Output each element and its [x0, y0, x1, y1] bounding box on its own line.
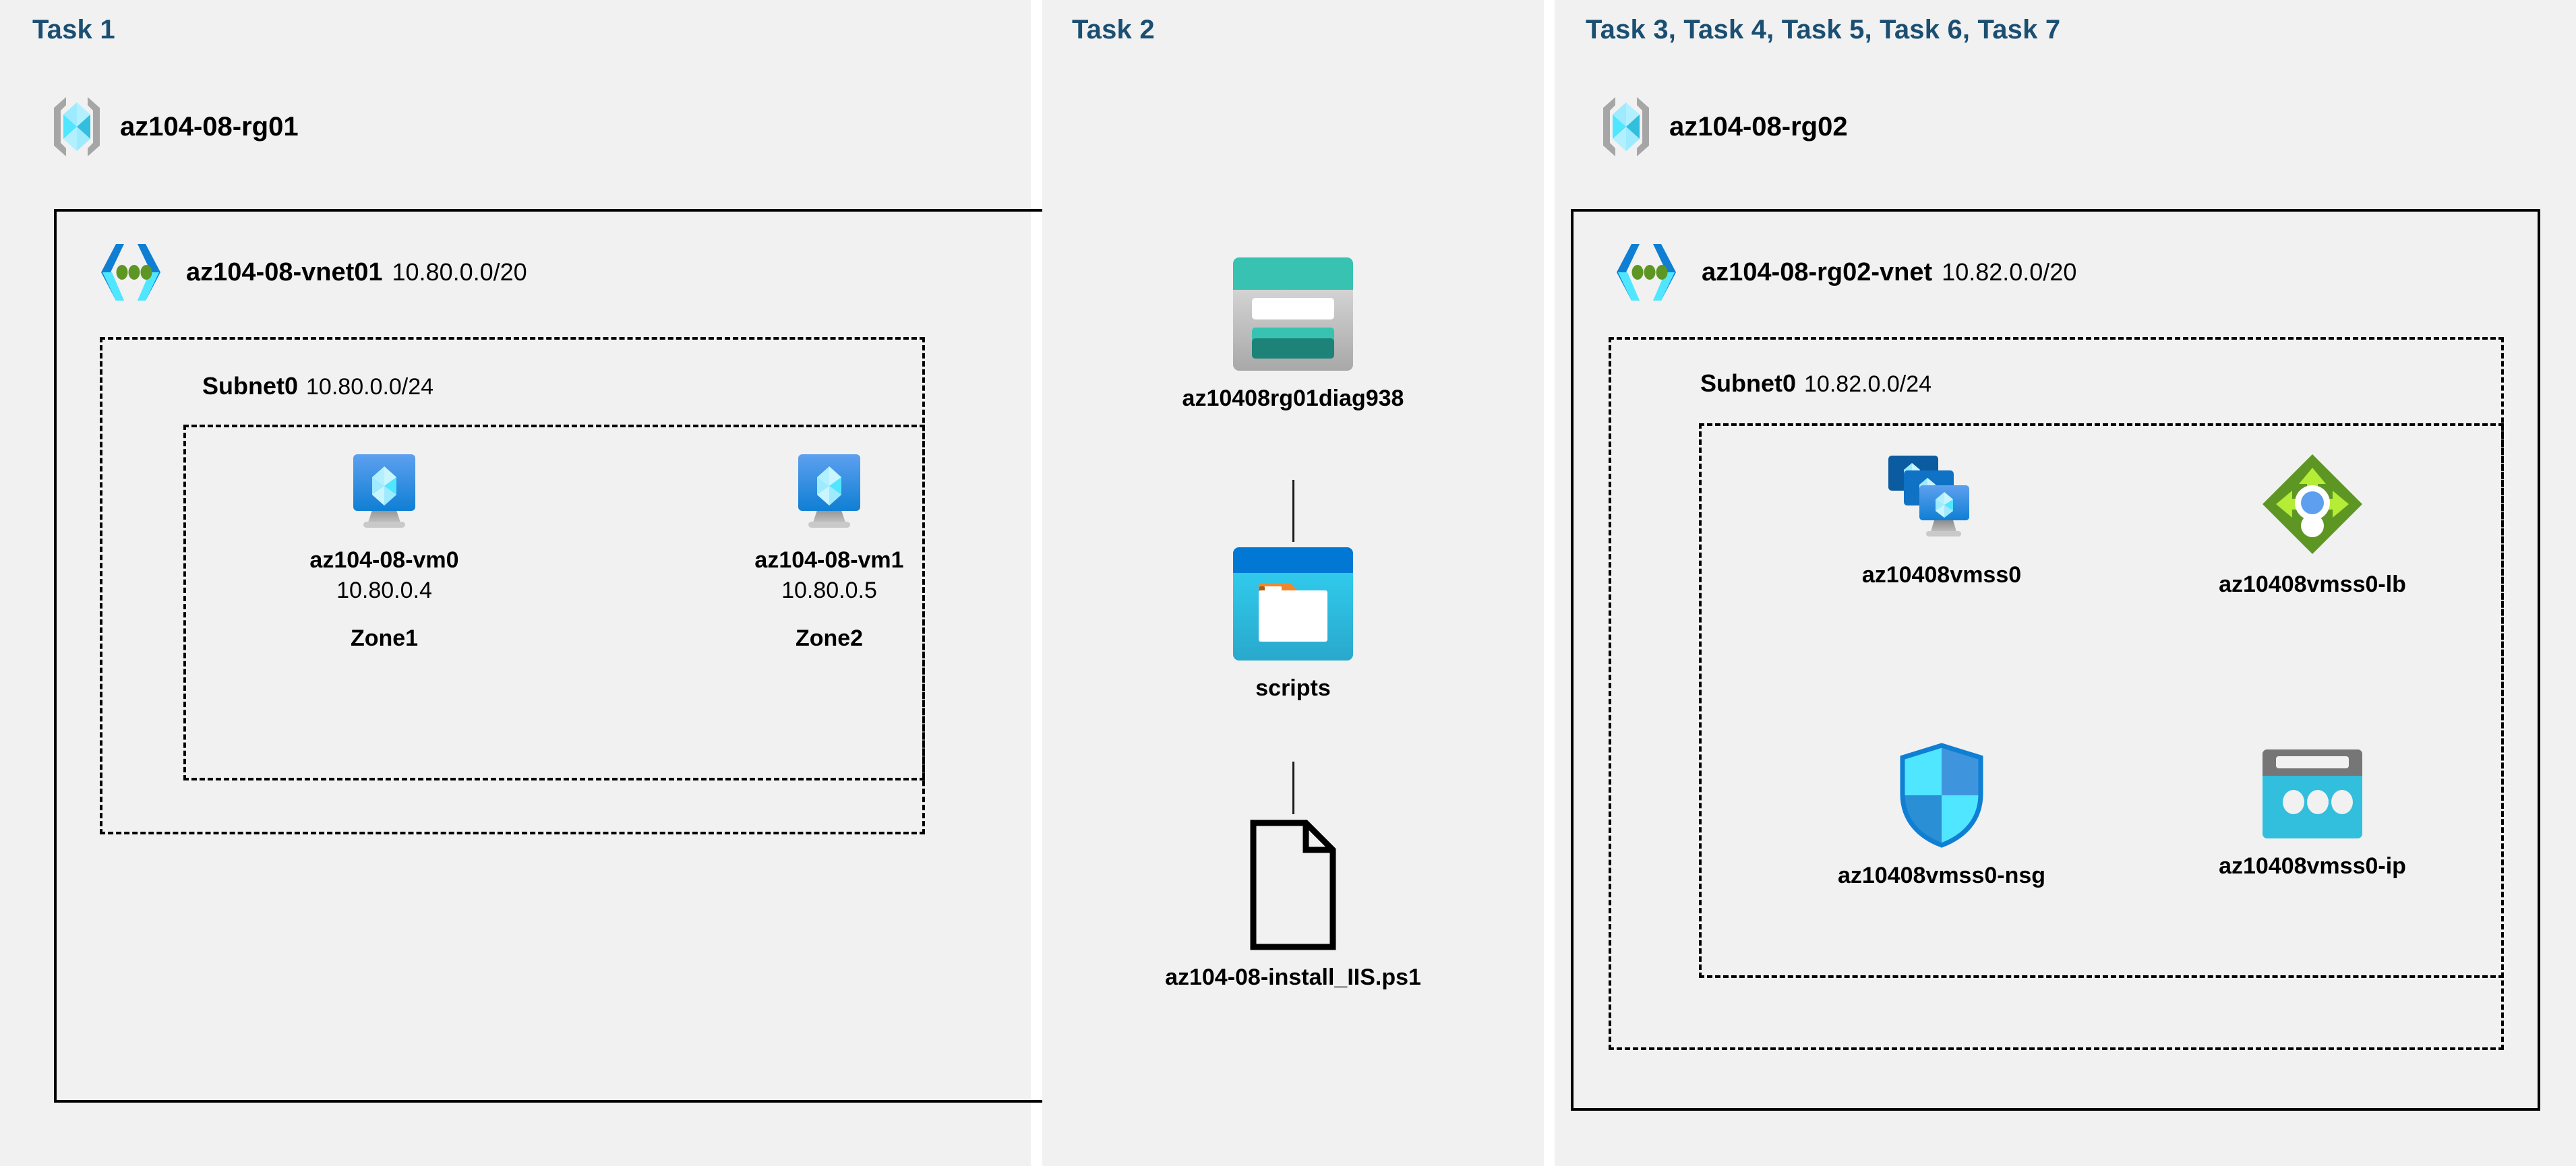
task3-load-balancer[interactable]: az10408vmss0-lb: [2151, 450, 2474, 600]
panel-task1: [0, 0, 1031, 1166]
connector-storage-to-container: [1292, 480, 1294, 542]
task1-vm1-name: az104-08-vm1: [754, 547, 904, 573]
task1-vm1-ip: 10.80.0.5: [781, 577, 877, 603]
task1-vm-group-box: [183, 425, 925, 780]
task1-vm0-zone: Zone1: [350, 625, 419, 651]
task1-vm0-name: az104-08-vm0: [309, 547, 459, 573]
task3-vmss[interactable]: az10408vmss0: [1780, 450, 2103, 590]
vm-scale-set-icon: [1884, 450, 1999, 549]
connector-container-to-file: [1292, 762, 1294, 814]
task3-load-balancer-name: az10408vmss0-lb: [2219, 572, 2406, 597]
task3-vnet-header: az104-08-rg02-vnet 10.82.0.0/20: [1611, 241, 2076, 303]
task3-subnet-cidr: 10.82.0.0/24: [1804, 371, 1932, 397]
virtual-network-icon: [1611, 241, 1685, 303]
task3-vmss-name: az10408vmss0: [1861, 562, 2022, 588]
task2-blob-container[interactable]: scripts: [1079, 546, 1507, 704]
panel-task3: [1555, 0, 2576, 1166]
task3-nsg[interactable]: az10408vmss0-nsg: [1780, 741, 2103, 891]
virtual-machine-icon: [347, 452, 421, 534]
task2-file-name: az104-08-install_IIS.ps1: [1165, 964, 1421, 990]
task2-file[interactable]: az104-08-install_IIS.ps1: [1079, 819, 1507, 993]
task1-resource-group: az104-08-rg01: [49, 94, 299, 159]
task3-resource-group-label: az104-08-rg02: [1669, 111, 1848, 142]
blob-container-icon: [1232, 546, 1354, 662]
task3-resource-group: az104-08-rg02: [1598, 94, 1848, 159]
task1-vm0-ip: 10.80.0.4: [336, 577, 432, 603]
task1-subnet-name: Subnet0: [202, 372, 299, 400]
task2-storage-account-name: az10408rg01diag938: [1182, 386, 1404, 411]
task1-vnet-header: az104-08-vnet01 10.80.0.0/20: [96, 241, 527, 303]
task3-public-ip-name: az10408vmss0-ip: [2219, 853, 2406, 879]
resource-group-icon: [1598, 94, 1654, 159]
task2-header: Task 2: [1072, 15, 1155, 44]
task1-vm1[interactable]: az104-08-vm1 10.80.0.5 Zone2: [721, 452, 937, 652]
task3-vnet-name: az104-08-rg02-vnet: [1702, 257, 1933, 286]
task1-vnet-name: az104-08-vnet01: [186, 257, 383, 286]
task3-resource-group-box: [1699, 423, 2504, 978]
resource-group-icon: [49, 94, 105, 159]
task2-storage-account[interactable]: az10408rg01diag938: [1079, 256, 1507, 414]
task3-vnet-cidr: 10.82.0.0/20: [1942, 257, 2077, 286]
task2-blob-container-name: scripts: [1255, 675, 1331, 701]
task3-nsg-name: az10408vmss0-nsg: [1837, 863, 2046, 888]
network-security-group-icon: [1897, 741, 1986, 849]
task1-subnet-header: Subnet0 10.80.0.0/24: [202, 372, 433, 400]
task3-vnet-label: az104-08-rg02-vnet 10.82.0.0/20: [1702, 258, 2076, 287]
virtual-machine-icon: [792, 452, 866, 534]
task1-vm0[interactable]: az104-08-vm0 10.80.0.4 Zone1: [276, 452, 492, 652]
load-balancer-icon: [2258, 450, 2366, 558]
task1-subnet-cidr: 10.80.0.0/24: [306, 374, 434, 400]
virtual-network-icon: [96, 241, 170, 303]
file-icon: [1248, 819, 1338, 951]
task1-vnet-cidr: 10.80.0.0/20: [392, 257, 527, 286]
task1-resource-group-label: az104-08-rg01: [120, 111, 299, 142]
task1-header: Task 1: [32, 15, 115, 44]
task1-vm1-zone: Zone2: [795, 625, 864, 651]
task3-vnet-box: [1571, 209, 2540, 1111]
task1-vnet-label: az104-08-vnet01 10.80.0.0/20: [186, 258, 527, 287]
task3-header: Task 3, Task 4, Task 5, Task 6, Task 7: [1586, 15, 2061, 44]
task3-public-ip[interactable]: az10408vmss0-ip: [2151, 748, 2474, 882]
task3-subnet-name: Subnet0: [1700, 369, 1797, 397]
task3-subnet-header: Subnet0 10.82.0.0/24: [1700, 369, 1931, 398]
storage-account-icon: [1232, 256, 1354, 372]
public-ip-address-icon: [2261, 748, 2364, 840]
